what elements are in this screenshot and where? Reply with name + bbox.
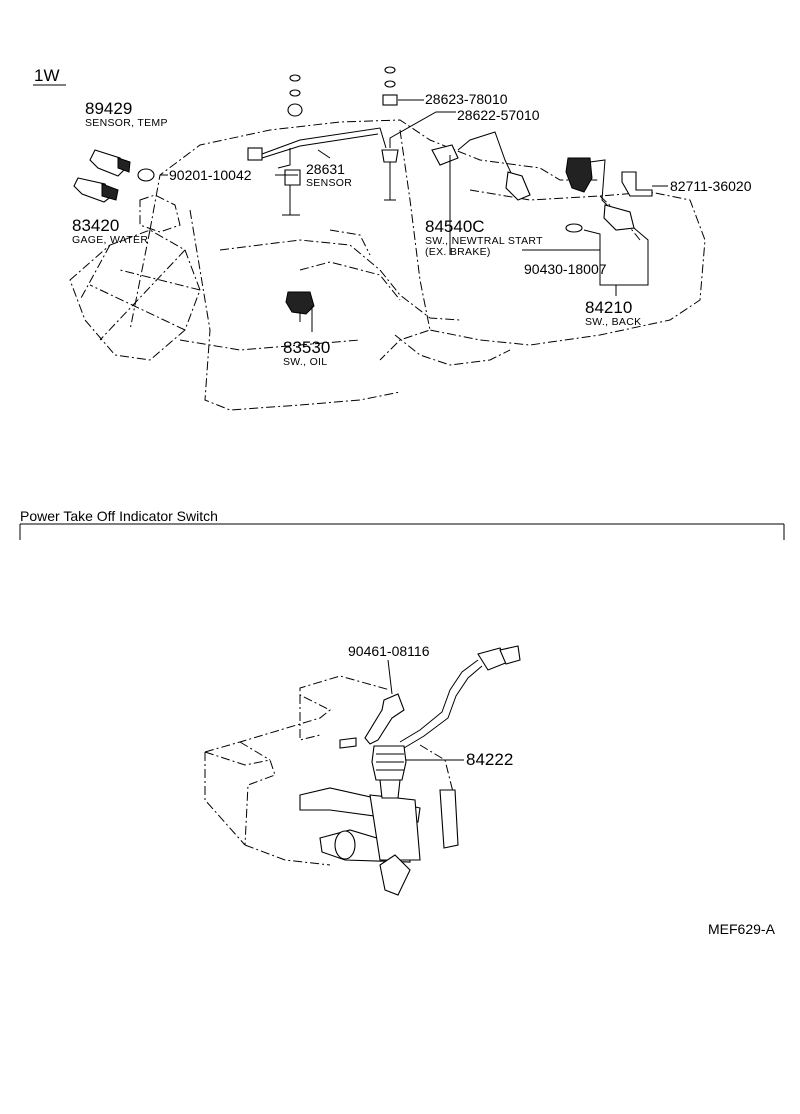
part-83530-switch-oil <box>285 291 315 322</box>
part-89429-sensor-temp <box>89 149 131 177</box>
shift-rails <box>299 787 459 896</box>
svg-text:28622-57010: 28622-57010 <box>457 107 540 123</box>
svg-text:90201-10042: 90201-10042 <box>169 167 252 183</box>
part-84540c-switch <box>431 131 531 255</box>
svg-text:SENSOR, TEMP: SENSOR, TEMP <box>85 117 168 129</box>
svg-text:83420: 83420 <box>72 216 119 235</box>
svg-text:90430-18007: 90430-18007 <box>524 261 607 277</box>
callout-90201-10042: 90201-10042 <box>169 167 252 183</box>
svg-text:SENSOR: SENSOR <box>306 177 352 189</box>
svg-text:1W: 1W <box>34 66 60 85</box>
callout-28622-57010: 28622-57010 <box>457 107 540 123</box>
part-83420-gage-water <box>73 177 119 203</box>
callout-84540c: 84540C SW., NEWTRAL START (EX. BRAKE) <box>425 217 543 258</box>
part-82711-clamp <box>621 171 653 197</box>
leader-lines-top <box>160 99 668 332</box>
section-tag: 1W <box>33 66 66 86</box>
part-28631-sensor <box>247 74 387 216</box>
part-28623-nut <box>381 66 399 201</box>
svg-text:MEF629-A: MEF629-A <box>708 921 776 937</box>
svg-text:28631: 28631 <box>306 161 345 177</box>
callout-28631: 28631 SENSOR <box>306 161 352 189</box>
svg-text:84540C: 84540C <box>425 217 485 236</box>
svg-text:SW., BACK: SW., BACK <box>585 316 641 328</box>
callout-84222: 84222 <box>466 750 513 769</box>
svg-text:84222: 84222 <box>466 750 513 769</box>
callout-83530: 83530 SW., OIL <box>283 338 330 368</box>
section-header: Power Take Off Indicator Switch <box>19 508 785 540</box>
svg-text:SW., OIL: SW., OIL <box>283 356 327 368</box>
svg-text:84210: 84210 <box>585 298 632 317</box>
svg-text:28623-78010: 28623-78010 <box>425 91 508 107</box>
svg-text:SW., NEWTRAL START: SW., NEWTRAL START <box>425 235 543 247</box>
leader-lines-bottom <box>387 659 464 761</box>
callout-82711-36020: 82711-36020 <box>670 178 752 194</box>
figure-code: MEF629-A <box>708 921 776 937</box>
svg-text:90461-08116: 90461-08116 <box>348 643 430 659</box>
callout-89429: 89429 SENSOR, TEMP <box>85 99 168 129</box>
engine-outline <box>69 119 706 411</box>
callout-90461-08116: 90461-08116 <box>348 643 430 659</box>
callout-28623-78010: 28623-78010 <box>425 91 508 107</box>
svg-text:89429: 89429 <box>85 99 132 118</box>
callout-90430-18007: 90430-18007 <box>524 261 607 277</box>
callout-83420: 83420 GAGE, WATER <box>72 216 148 246</box>
svg-text:(EX. BRAKE): (EX. BRAKE) <box>425 246 491 258</box>
callout-84210: 84210 SW., BACK <box>585 298 641 328</box>
part-84222-switch <box>371 645 521 799</box>
svg-text:82711-36020: 82711-36020 <box>670 178 752 194</box>
part-90201-gasket <box>137 168 155 182</box>
svg-text:83530: 83530 <box>283 338 330 357</box>
part-84210-switch-back <box>565 157 635 233</box>
svg-text:GAGE, WATER: GAGE, WATER <box>72 234 148 246</box>
section-title: Power Take Off Indicator Switch <box>20 508 218 524</box>
part-90461-clamp <box>339 693 405 749</box>
